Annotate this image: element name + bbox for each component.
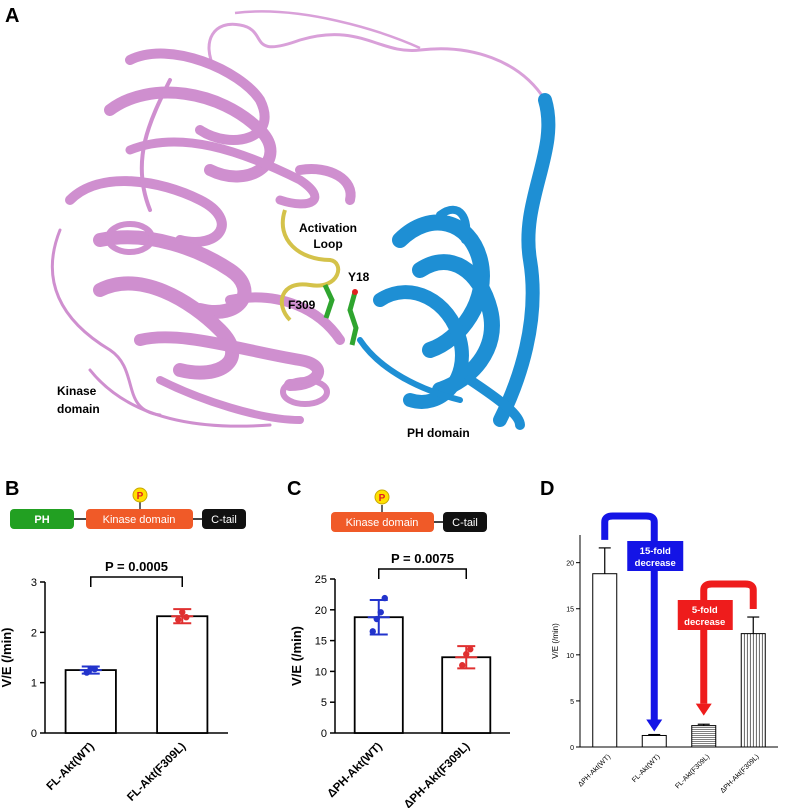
svg-text:C-tail: C-tail — [211, 514, 237, 526]
akt-schematic-full-length: P PH Kinase domain C-tail — [10, 487, 246, 529]
bar — [353, 616, 404, 734]
svg-text:C-tail: C-tail — [452, 517, 478, 529]
y-tick-label: 5 — [321, 697, 327, 709]
f309-label: F309 — [288, 298, 316, 312]
x-tick-label: FL-Akt(F309L) — [674, 753, 711, 790]
y-tick-label: 20 — [315, 605, 327, 617]
p-value-label: P = 0.0075 — [391, 551, 454, 566]
panel-letter-d: D — [540, 478, 554, 500]
kinase-segment — [86, 509, 193, 529]
svg-text:P: P — [379, 493, 386, 504]
data-point — [377, 609, 384, 616]
kinase-helix-bottom — [280, 377, 330, 407]
ph-domain-label: PH domain — [407, 426, 470, 440]
y-axis-label: V/E (/min) — [289, 626, 304, 686]
x-tick-label: FL-Akt(F309L) — [125, 741, 188, 804]
y18-oxygen — [352, 289, 358, 295]
bar — [641, 734, 667, 748]
significance-bracket — [378, 568, 467, 579]
kinase-domain-ribbons — [50, 48, 356, 428]
svg-text:P: P — [137, 491, 144, 502]
data-point — [83, 669, 90, 676]
data-point — [463, 650, 470, 658]
bar — [156, 615, 209, 734]
annotation-text: 5-fold — [692, 605, 718, 616]
x-tick-label: ΔPH-Akt(F309L) — [402, 741, 472, 808]
chart-b: 0 1 2 3V/E (/min) FL-Akt(WT) FL-Akt(F309L) P =… — [0, 559, 228, 804]
data-point — [183, 614, 190, 621]
ctail-segment — [443, 512, 487, 532]
y-tick-label: 15 — [315, 636, 327, 648]
svg-text:PH: PH — [34, 514, 49, 526]
y-tick-label: 10 — [315, 666, 327, 678]
x-tick-label: ΔPH-Akt(WT) — [577, 753, 612, 788]
y-axis-label: V/E (/min) — [0, 628, 14, 688]
arrow-head — [646, 719, 663, 732]
phospho-badge — [132, 487, 148, 503]
y-tick-label: 10 — [566, 653, 574, 660]
chart-d: 0 5 10 15 20V/E (/min) ΔPH-Akt(WT) FL-Akt(WT) F… — [551, 512, 778, 795]
f309-residue — [322, 283, 335, 319]
y-tick-label: 15 — [566, 607, 574, 614]
fold-change-arrow — [700, 580, 757, 704]
y-tick-label: 5 — [570, 699, 574, 706]
annotation-text: 15-fold — [640, 546, 671, 557]
arrow-head — [695, 703, 712, 716]
bar — [64, 669, 117, 734]
y-tick-label: 20 — [566, 561, 574, 568]
kinase-helix-left — [105, 221, 155, 255]
kinase-segment — [331, 512, 434, 532]
ph-domain-ribbons — [357, 93, 556, 430]
svg-text:Kinase domain: Kinase domain — [346, 517, 419, 529]
data-point — [373, 615, 380, 623]
linker-loop-2 — [234, 10, 421, 50]
panel-letter-c: C — [287, 478, 301, 500]
annotation-text: decrease — [635, 558, 676, 569]
bar — [441, 656, 492, 734]
x-tick-label: ΔPH-Akt(WT) — [325, 741, 385, 801]
x-tick-label: ΔPH-Akt(F309L) — [719, 753, 760, 794]
y-tick-label: 25 — [315, 574, 327, 586]
data-point — [179, 609, 186, 616]
annotation-box — [677, 600, 733, 630]
y18-label: Y18 — [348, 270, 370, 284]
significance-bracket — [90, 576, 183, 587]
x-tick-label: FL-Akt(WT) — [631, 753, 662, 784]
y18-residue — [347, 291, 359, 346]
bar — [592, 573, 618, 748]
data-point — [369, 628, 376, 635]
activation-loop-ribbon — [279, 209, 341, 322]
annotation-text: decrease — [684, 617, 725, 628]
data-point — [459, 662, 466, 669]
akt-schematic-delta-ph: P Kinase domain C-tail — [331, 489, 487, 532]
y-tick-label: 0 — [321, 728, 327, 740]
x-tick-label: FL-Akt(WT) — [45, 741, 97, 793]
ctail-segment — [202, 509, 246, 529]
y-tick-label: 0 — [570, 745, 574, 752]
ph-segment — [10, 509, 74, 529]
y-axis-label: V/E (/min) — [551, 623, 560, 659]
y-tick-label: 3 — [31, 577, 37, 589]
fold-change-arrow — [601, 512, 658, 722]
y-tick-label: 2 — [31, 627, 37, 639]
y-tick-label: 0 — [31, 728, 37, 740]
chart-c: 0 5 10 15 20 25V/E (/min) ΔPH-Akt(WT) ΔPH-Akt(F… — [289, 551, 510, 808]
data-point — [91, 665, 98, 673]
phospho-badge — [374, 489, 390, 505]
y-tick-label: 1 — [31, 678, 37, 690]
data-point — [175, 616, 182, 623]
linker-loop — [207, 22, 547, 101]
panel-letter-b: B — [5, 478, 19, 500]
p-value-label: P = 0.0005 — [105, 559, 168, 574]
data-point — [467, 646, 474, 653]
svg-text:Kinase domain: Kinase domain — [103, 514, 176, 526]
annotation-box — [627, 541, 684, 571]
panel-letter-a: A — [5, 5, 19, 27]
data-point — [381, 594, 388, 602]
